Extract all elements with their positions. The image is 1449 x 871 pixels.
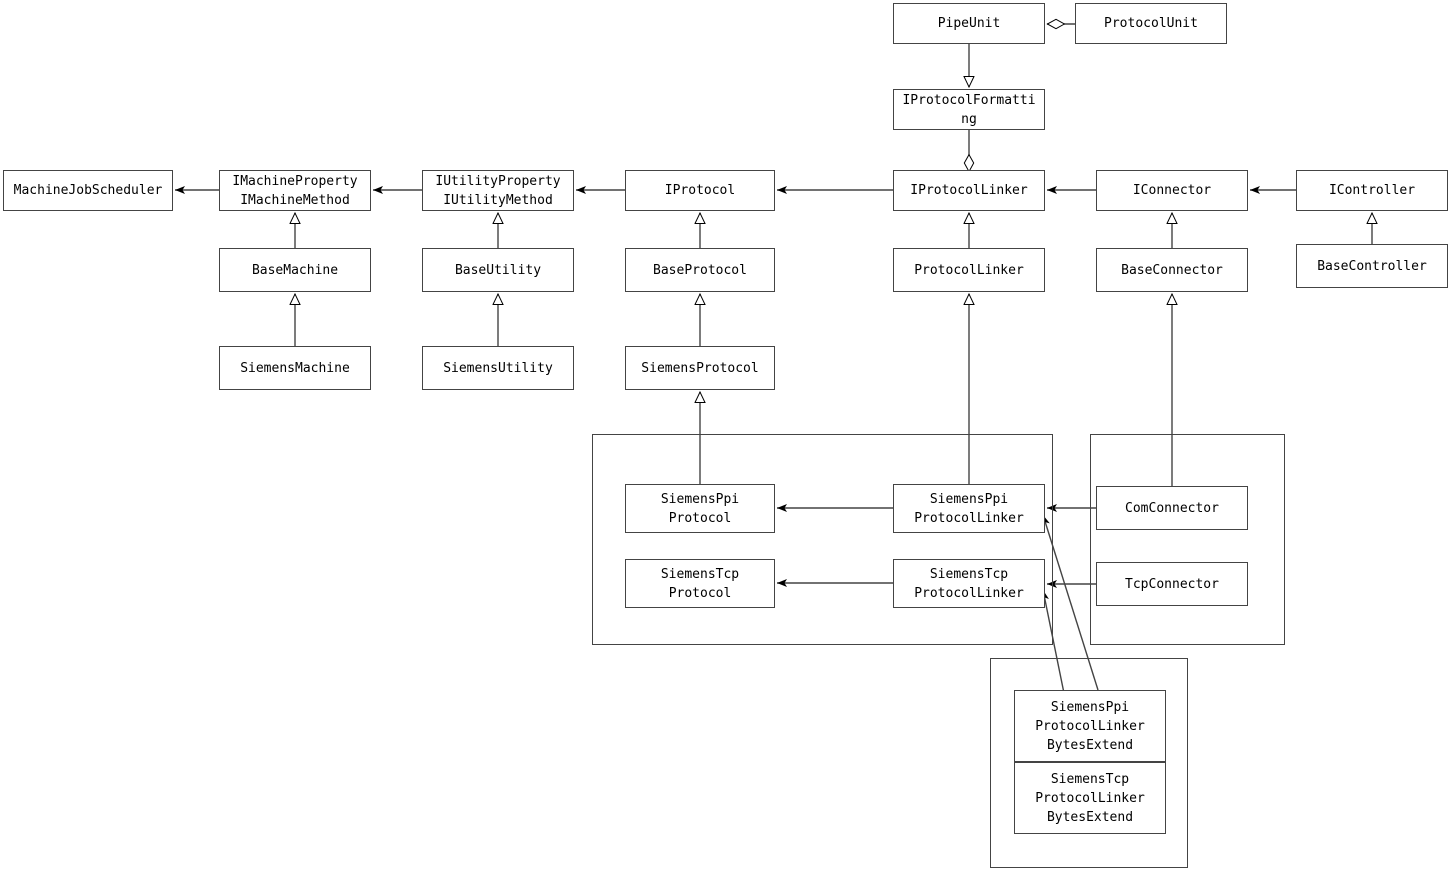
class-box-protocolunit[interactable]: ProtocolUnit [1075,3,1227,44]
class-box-siemensppiprotocollinker[interactable]: SiemensPpi ProtocolLinker [893,484,1045,533]
class-box-iprotocollinker[interactable]: IProtocolLinker [893,170,1045,211]
group-protocol-linkers [592,434,1053,645]
class-box-basemachine[interactable]: BaseMachine [219,248,371,292]
class-box-iprotocol[interactable]: IProtocol [625,170,775,211]
class-box-iutilityproperty[interactable]: IUtilityProperty IUtilityMethod [422,170,574,211]
class-box-baseconnector[interactable]: BaseConnector [1096,248,1248,292]
class-box-iconnector[interactable]: IConnector [1096,170,1248,211]
class-box-siemensutility[interactable]: SiemensUtility [422,346,574,390]
class-box-iprotocolformatting[interactable]: IProtocolFormatti ng [893,89,1045,130]
class-box-siemensppiprotocol[interactable]: SiemensPpi Protocol [625,484,775,533]
class-box-siemenstcpprotocol[interactable]: SiemensTcp Protocol [625,559,775,608]
class-box-siemenstcpprotocollinker[interactable]: SiemensTcp ProtocolLinker [893,559,1045,608]
class-box-basecontroller[interactable]: BaseController [1296,244,1448,288]
class-box-siemensmachine[interactable]: SiemensMachine [219,346,371,390]
class-box-siemenstcpprotocollinkerbytesextend[interactable]: SiemensTcp ProtocolLinker BytesExtend [1014,762,1166,834]
class-box-imachineproperty[interactable]: IMachineProperty IMachineMethod [219,170,371,211]
class-box-pipeunit[interactable]: PipeUnit [893,3,1045,44]
class-box-machinejobscheduler[interactable]: MachineJobScheduler [3,170,173,211]
class-box-baseprotocol[interactable]: BaseProtocol [625,248,775,292]
class-box-baseutility[interactable]: BaseUtility [422,248,574,292]
group-connectors [1090,434,1285,645]
class-box-siemensprotocol[interactable]: SiemensProtocol [625,346,775,390]
class-box-protocollinker[interactable]: ProtocolLinker [893,248,1045,292]
class-box-icontroller[interactable]: IController [1296,170,1448,211]
class-box-tcpconnector[interactable]: TcpConnector [1096,562,1248,606]
class-box-comconnector[interactable]: ComConnector [1096,486,1248,530]
class-box-siemensppiprotocollinkerbytesextend[interactable]: SiemensPpi ProtocolLinker BytesExtend [1014,690,1166,762]
